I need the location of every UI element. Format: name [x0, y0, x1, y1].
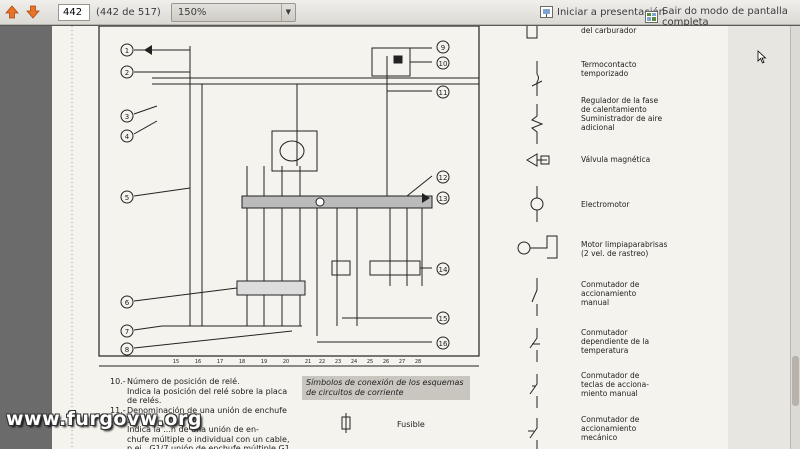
- callout-16: 16: [436, 336, 450, 350]
- svg-text:4: 4: [125, 133, 130, 141]
- arrow-up-icon: [5, 5, 19, 19]
- svg-text:11: 11: [439, 89, 448, 97]
- svg-text:17: 17: [217, 359, 223, 365]
- svg-text:8: 8: [125, 346, 129, 354]
- chevron-down-icon: ▼: [280, 3, 295, 21]
- presentation-icon: [540, 6, 553, 18]
- symbol-label: Motor limpiaparabrisas (2 vel. de rastre…: [581, 240, 668, 258]
- previous-page-button[interactable]: [3, 3, 21, 21]
- svg-text:21: 21: [305, 359, 311, 365]
- callout-6: 6: [120, 295, 134, 309]
- callout-1: 1: [120, 43, 134, 57]
- symbol-label: Regulador de la fase de calentamiento Su…: [581, 96, 663, 132]
- svg-text:18: 18: [239, 359, 245, 365]
- callout-2: 2: [120, 65, 134, 79]
- note-10-number: 10.-: [110, 377, 126, 386]
- caption-box: Símbolos de conexión de los esquemas de …: [302, 376, 470, 400]
- exit-fullscreen-button[interactable]: Sair do modo de pantalla completa: [645, 6, 800, 28]
- page-margin: [728, 26, 790, 449]
- next-page-button[interactable]: [24, 3, 42, 21]
- svg-text:12: 12: [439, 174, 448, 182]
- start-presentation-button[interactable]: Iniciar a presentación: [540, 6, 665, 18]
- svg-text:19: 19: [261, 359, 267, 365]
- svg-text:22: 22: [319, 359, 325, 365]
- svg-text:10: 10: [439, 60, 448, 68]
- scrollbar-thumb[interactable]: [792, 356, 799, 406]
- fullscreen-icon: [645, 11, 658, 23]
- zoom-select[interactable]: 150% ▼: [170, 2, 296, 22]
- note-11-text: Denominación de una unión de enchufe ...…: [127, 406, 293, 449]
- callout-13: 13: [436, 191, 450, 205]
- callout-4: 4: [120, 129, 134, 143]
- svg-text:25: 25: [367, 359, 373, 365]
- callout-11: 11: [436, 85, 450, 99]
- svg-text:6: 6: [125, 299, 130, 307]
- svg-text:5: 5: [125, 194, 129, 202]
- symbol-label: Electromotor: [581, 200, 630, 209]
- svg-text:16: 16: [439, 340, 448, 348]
- svg-text:16: 16: [195, 359, 201, 365]
- watermark: www.furgovw.org: [6, 408, 202, 430]
- svg-text:13: 13: [439, 195, 448, 203]
- callout-14: 14: [436, 262, 450, 276]
- symbol-label: del carburador: [581, 26, 637, 35]
- callout-7: 7: [120, 324, 134, 338]
- start-presentation-label: Iniciar a presentación: [557, 6, 665, 18]
- document-page: 1 2 3 4 5 6 7 8 9 10 11 12 13 14 15 16 1…: [52, 26, 728, 449]
- svg-text:3: 3: [125, 113, 129, 121]
- svg-text:1: 1: [125, 47, 129, 55]
- fuse-label: Fusible: [397, 420, 425, 429]
- callout-3: 3: [120, 109, 134, 123]
- svg-text:7: 7: [125, 328, 129, 336]
- symbol-label: Conmutador dependiente de la temperatura: [581, 328, 650, 355]
- symbol-label: Conmutador de accionamiento manual: [581, 280, 640, 307]
- symbol-label: Conmutador de teclas de acciona- miento …: [581, 371, 649, 398]
- svg-text:27: 27: [399, 359, 405, 365]
- page-number-input[interactable]: [58, 3, 90, 21]
- svg-text:20: 20: [283, 359, 289, 365]
- note-11-number: 11.-: [110, 406, 126, 415]
- svg-text:23: 23: [335, 359, 341, 365]
- callout-15: 15: [436, 311, 450, 325]
- page-count: (442 de 517): [96, 6, 161, 18]
- svg-text:2: 2: [125, 69, 129, 77]
- symbol-label: Termocontacto temporizado: [581, 60, 637, 78]
- symbol-label: Válvula magnética: [581, 155, 651, 164]
- arrow-down-icon: [26, 5, 40, 19]
- toolbar: (442 de 517) 150% ▼ Iniciar a presentaci…: [0, 0, 800, 28]
- svg-text:15: 15: [439, 315, 448, 323]
- symbol-label: Conmutador de accionamiento mecánico: [581, 415, 640, 442]
- callout-10: 10: [436, 56, 450, 70]
- svg-text:28: 28: [415, 359, 421, 365]
- circuit-diagram: 1 2 3 4 5 6 7 8 9 10 11 12 13 14 15 16 1…: [71, 26, 558, 449]
- svg-text:15: 15: [173, 359, 179, 365]
- callout-8: 8: [120, 342, 134, 356]
- exit-fullscreen-label: Sair do modo de pantalla completa: [662, 6, 788, 28]
- svg-text:9: 9: [441, 44, 445, 52]
- zoom-value: 150%: [177, 6, 207, 18]
- vertical-scrollbar[interactable]: [790, 26, 800, 449]
- callout-12: 12: [436, 170, 450, 184]
- callout-5: 5: [120, 190, 134, 204]
- svg-text:24: 24: [351, 359, 357, 365]
- note-10-text: Número de posición de relé. Indica la po…: [127, 377, 288, 405]
- callout-9: 9: [436, 40, 450, 54]
- svg-text:26: 26: [383, 359, 389, 365]
- svg-text:14: 14: [439, 266, 448, 274]
- mouse-cursor-icon: [757, 50, 767, 64]
